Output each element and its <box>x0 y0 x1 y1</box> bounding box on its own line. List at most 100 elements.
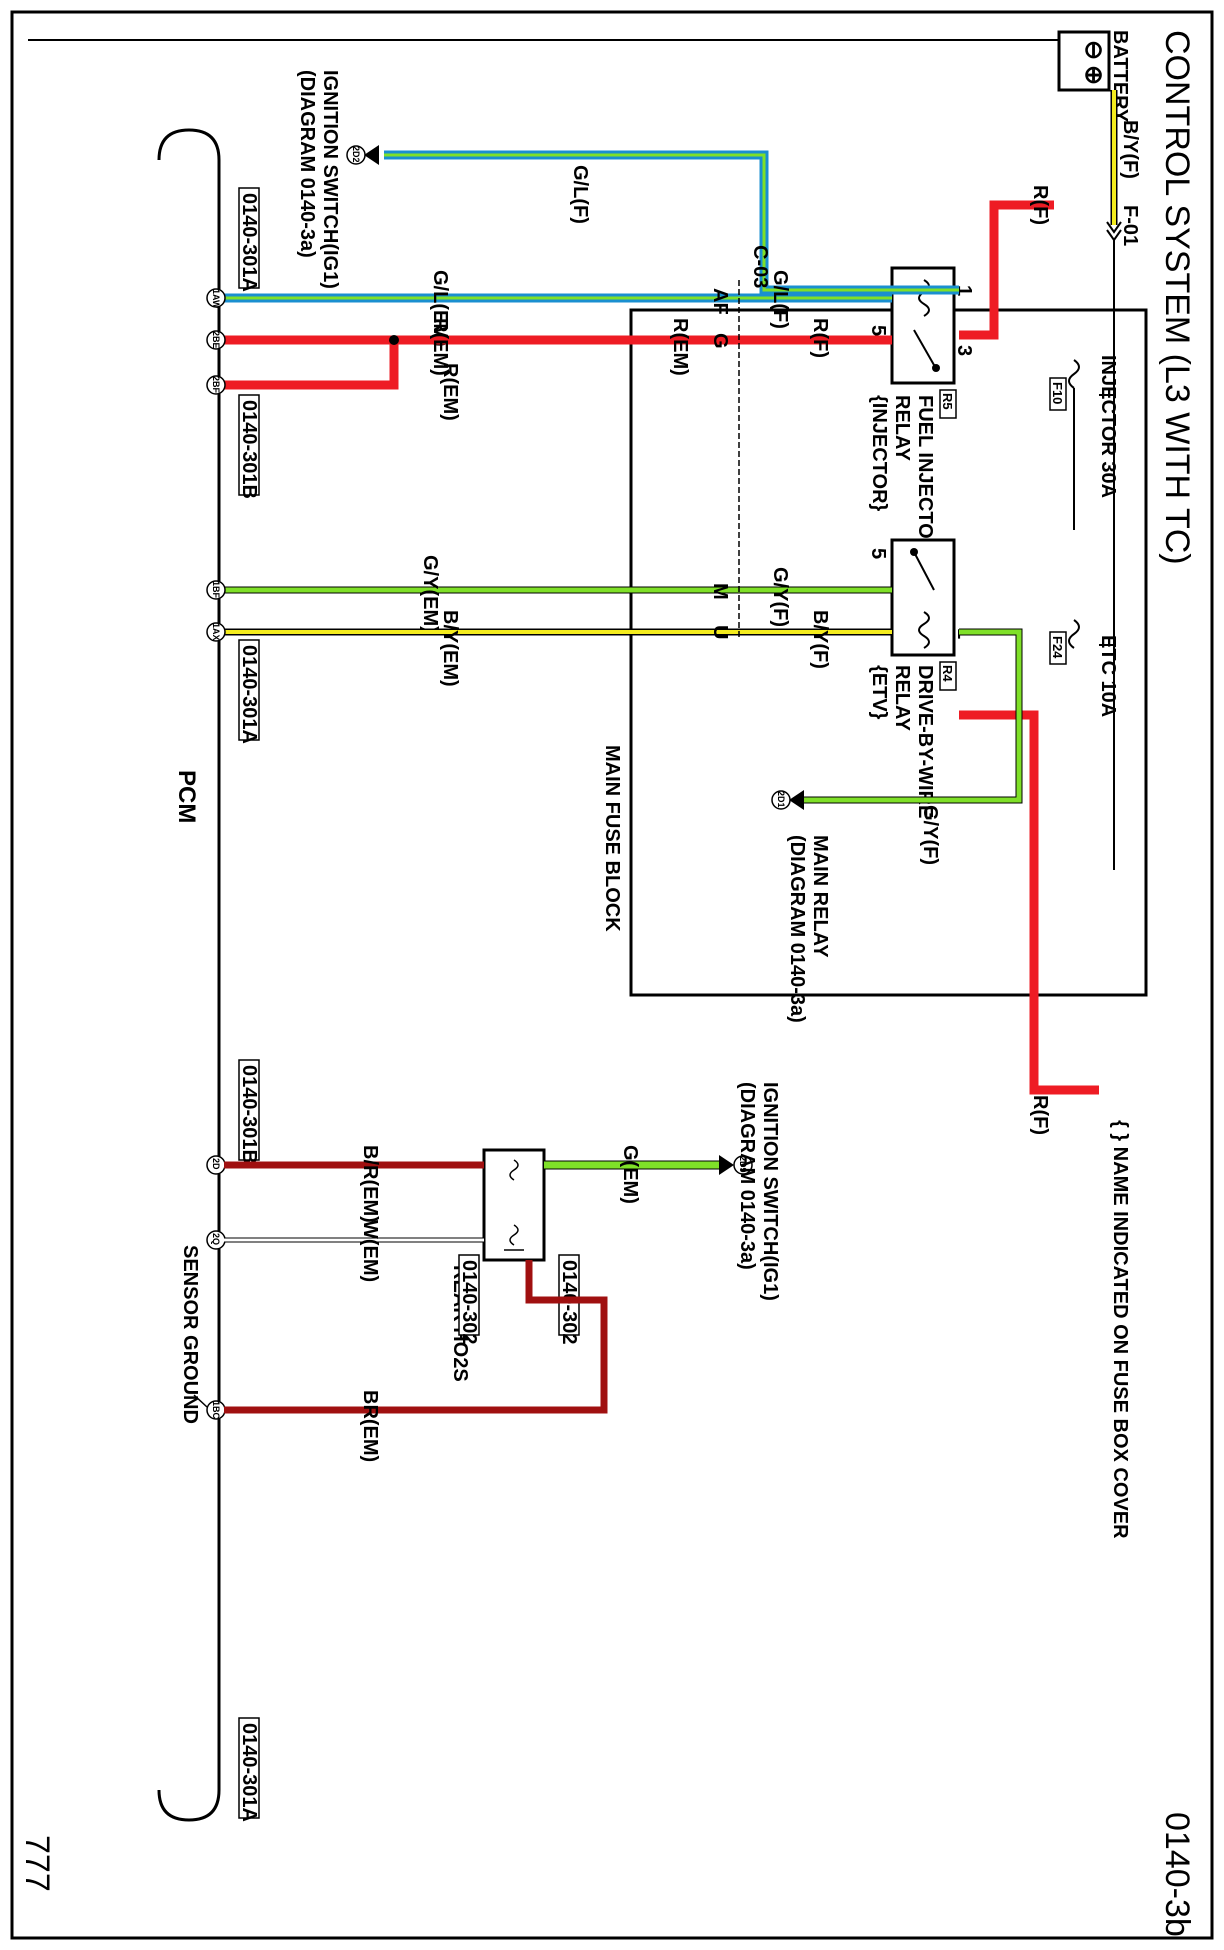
wire-ign-gl <box>384 150 959 295</box>
page-code: 0140-3b <box>1158 1812 1196 1937</box>
fuse-f10-id: F10 <box>1050 382 1065 404</box>
battery: ⊖ ⊕ BATTERY <box>1057 30 1131 123</box>
main-fuse-block <box>629 308 1148 997</box>
fuse-f10: F10 INJECTOR 30A <box>1049 355 1119 530</box>
wire-r5-gl-em-label: G/L(EM) <box>429 270 451 347</box>
pin-pcm-1ax: 1AX <box>211 623 221 641</box>
wire-inj-feed <box>959 200 1034 340</box>
wire-r5-r-branch <box>224 340 399 390</box>
relay-r5-line1: FUEL INJECTOR <box>914 395 936 554</box>
wire-ign-gl-stripe <box>384 153 959 292</box>
wire-etc-feed-label: R(F) <box>1029 1095 1051 1135</box>
pin-pcm-2d: 2D <box>211 1158 221 1170</box>
ign-switch-2-bubble: 2D9 <box>738 1156 748 1173</box>
relay-r5-line2: RELAY <box>891 395 913 462</box>
connector-f01: F-01 <box>1119 205 1141 246</box>
page-border <box>10 10 1214 1940</box>
main-relay: 2D1 MAIN RELAY (DIAGRAM 0140-3a) <box>771 790 831 1023</box>
pin-pcm-2bf: 2BF <box>211 376 221 394</box>
relay-r4-id: R4 <box>940 665 955 682</box>
wire-ign-gl-label: G/L(F) <box>569 165 591 224</box>
relay-r5-pin3: 3 <box>953 345 975 356</box>
relay-r4: R4 DRIVE-BY-WIRE RELAY {ETV} <box>868 538 957 818</box>
connector-c03: C-03 <box>749 245 771 288</box>
main-relay-line2: (DIAGRAM 0140-3a) <box>786 835 808 1023</box>
relay-r5-switch-icon <box>913 329 935 366</box>
fuse-f24-label: ETC 10A <box>1097 635 1119 717</box>
ign-switch-1-line2: (DIAGRAM 0140-3a) <box>296 70 318 258</box>
relay-r4-coil-icon <box>918 611 930 649</box>
wire-ho2s-brown <box>224 1260 608 1414</box>
conn-pcm-b2: 0140-301B <box>238 1065 260 1164</box>
ho2s-sensor-icon <box>504 1224 524 1251</box>
pin-c03-af: AF <box>709 288 731 315</box>
fuse-box-note: { } NAME INDICATED ON FUSE BOX COVER <box>1109 1120 1131 1539</box>
relay-r4-pin5: 5 <box>867 548 889 559</box>
wire-r4-by-em-label: B/Y(EM) <box>439 610 461 687</box>
wire-pcm-2bf-label: R(EM) <box>439 363 461 421</box>
wire-main-relay-label: G/Y(F) <box>919 805 941 865</box>
wire-main-relay <box>804 629 1022 803</box>
pin-c03-g: G <box>709 333 731 349</box>
pin-pcm-1aw: 1AW <box>211 289 221 309</box>
fuse-f10-label: INJECTOR 30A <box>1097 355 1119 498</box>
main-fuse-block-label: MAIN FUSE BLOCK <box>601 745 623 932</box>
relay-r5-pin1: 1 <box>953 285 975 296</box>
relay-r5: R5 FUEL INJECTOR RELAY {INJECTOR} <box>868 266 957 554</box>
wire-r5-r-f-label: R(F) <box>809 318 831 358</box>
wire-r5-gl-f-label: G/L(F) <box>769 270 791 329</box>
main-relay-bubble: 2D1 <box>776 791 786 808</box>
wire-inj-feed-label: R(F) <box>1029 185 1051 225</box>
relay-r5-line3: {INJECTOR} <box>868 395 890 512</box>
wire-r4-gy-f-label: G/Y(F) <box>769 567 791 627</box>
wire-r4-gy-em-label: G/Y(EM) <box>419 555 441 633</box>
wire-ho2s-g-label: G(EM) <box>619 1145 641 1204</box>
pcm-connector-labels: 0140-301A 0140-301B 0140-301A 0140-301B … <box>238 187 260 1822</box>
page-title: CONTROL SYSTEM (L3 WITH TC) <box>1158 30 1196 565</box>
pin-pcm-2be: 2BE <box>211 331 221 349</box>
ign-switch-1: 2D2 IGNITION SWITCH(IG1) (DIAGRAM 0140-3… <box>296 70 379 289</box>
pin-c03-u: U <box>709 625 731 639</box>
main-relay-line1: MAIN RELAY <box>809 835 831 958</box>
splice-dot <box>389 335 399 345</box>
wire-pcm-2be-label: R(EM) <box>429 318 451 376</box>
conn-pcm-a3: 0140-301A <box>238 1723 260 1822</box>
ign-switch-1-bubble: 2D2 <box>351 146 361 163</box>
ign-switch-2: 2D9 IGNITION SWITCH(IG1) (DIAGRAM 0140-3… <box>719 1082 781 1301</box>
relay-r4-line2: RELAY <box>891 665 913 732</box>
wire-r4-by-f-label: B/Y(F) <box>809 610 831 669</box>
wire-ho2s-w-label: W(EM) <box>359 1220 381 1282</box>
relay-r4-switch-icon <box>913 551 935 591</box>
sensor-ground-label: SENSOR GROUND <box>179 1245 201 1424</box>
pcm-label: PCM <box>173 770 200 823</box>
sensor-ground-arrow-icon <box>193 1394 208 1408</box>
relay-r4-line3: {ETV} <box>868 665 890 720</box>
wire-battery-label: B/Y(F) <box>1119 120 1141 179</box>
ign-switch-2-line1: IGNITION SWITCH(IG1) <box>759 1082 781 1301</box>
conn-pcm-b1: 0140-301B <box>238 400 260 499</box>
wire-ho2s-br-label: B/R(EM) <box>359 1145 381 1223</box>
battery-negative-icon: ⊖ <box>1080 40 1107 60</box>
pcm: PCM <box>157 128 221 1822</box>
wire-r5-r-em-label: R(EM) <box>669 318 691 376</box>
battery-positive-icon: ⊕ <box>1080 65 1107 85</box>
corner-mark: 777 <box>18 1835 56 1892</box>
relay-r4-line1: DRIVE-BY-WIRE <box>914 665 936 818</box>
wire-ho2s-brown-label: BR(EM) <box>359 1390 381 1462</box>
pin-pcm-1bf: 1BF <box>211 581 221 599</box>
ign-switch-1-line1: IGNITION SWITCH(IG1) <box>319 70 341 289</box>
conn-pcm-a1: 0140-301A <box>238 193 260 292</box>
rear-ho2s: REAR HO2S 0140-302 0140-302 <box>449 1148 580 1382</box>
ho2s-heater-icon <box>509 1159 519 1181</box>
conn-pcm-a2: 0140-301A <box>238 645 260 744</box>
pin-c03-m: M <box>709 583 731 600</box>
ign-switch-2-line2: (DIAGRAM 0140-3a) <box>736 1082 758 1270</box>
wire-etc-feed <box>959 710 1099 1095</box>
fuse-f24: F24 ETC 10A <box>1049 619 1119 717</box>
fuse-f24-id: F24 <box>1050 636 1065 659</box>
conn-ho2s-2: 0140-302 <box>458 1260 480 1345</box>
pin-pcm-1bc: 1BC <box>211 1401 221 1420</box>
